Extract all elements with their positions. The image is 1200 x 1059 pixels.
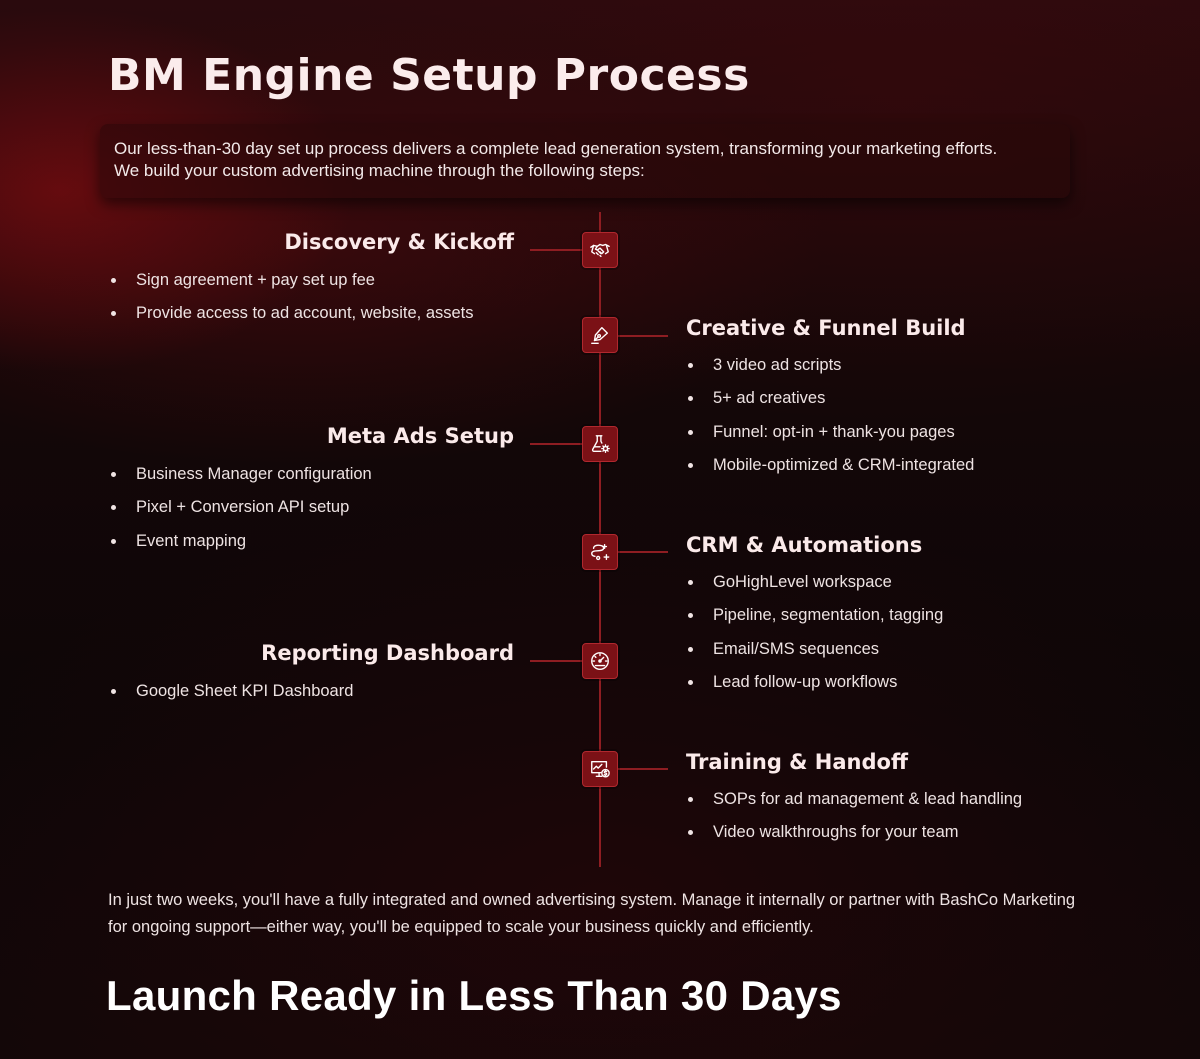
gauge-icon <box>591 652 609 670</box>
timeline-connector <box>530 443 582 445</box>
list-item: Google Sheet KPI Dashboard <box>109 680 353 713</box>
intro-panel: Our less-than-30 day set up process deli… <box>100 124 1070 198</box>
list-item: Sign agreement + pay set up fee <box>109 269 474 302</box>
list-item: Business Manager configuration <box>109 463 372 496</box>
step-list-meta-ads: Business Manager configuration Pixel + C… <box>109 463 372 563</box>
intro-line-1: Our less-than-30 day set up process deli… <box>114 139 998 158</box>
list-item: 3 video ad scripts <box>686 354 974 387</box>
step-title-training: Training & Handoff <box>686 750 908 774</box>
timeline-connector <box>618 768 668 770</box>
flask-gear-icon <box>591 435 610 453</box>
timeline-node-reporting <box>582 643 618 679</box>
list-item: Event mapping <box>109 530 372 563</box>
timeline-connector <box>618 551 668 553</box>
step-list-creative: 3 video ad scripts 5+ ad creatives Funne… <box>686 354 974 487</box>
timeline-connector <box>530 249 582 251</box>
timeline-connector <box>530 660 582 662</box>
pen-nib-icon <box>591 326 609 344</box>
timeline-node-creative <box>582 317 618 353</box>
step-title-meta-ads: Meta Ads Setup <box>326 424 514 448</box>
timeline-node-crm <box>582 534 618 570</box>
step-title-creative: Creative & Funnel Build <box>686 316 966 340</box>
step-title-reporting: Reporting Dashboard <box>261 641 514 665</box>
list-item: GoHighLevel workspace <box>686 571 943 604</box>
launch-heading: Launch Ready in Less Than 30 Days <box>106 972 842 1019</box>
list-item: Lead follow-up workflows <box>686 671 943 704</box>
automation-loop-icon <box>591 543 610 561</box>
monitor-dollar-icon <box>591 760 610 778</box>
handshake-icon <box>590 243 610 258</box>
list-item: Pixel + Conversion API setup <box>109 496 372 529</box>
step-title-crm: CRM & Automations <box>686 533 923 557</box>
timeline-node-meta-ads <box>582 426 618 462</box>
list-item: Funnel: opt-in + thank-you pages <box>686 421 974 454</box>
timeline-connector <box>618 335 668 337</box>
list-item: Provide access to ad account, website, a… <box>109 302 474 335</box>
step-title-discovery: Discovery & Kickoff <box>284 230 514 254</box>
step-list-reporting: Google Sheet KPI Dashboard <box>109 680 353 713</box>
list-item: Mobile-optimized & CRM-integrated <box>686 454 974 487</box>
timeline-node-training <box>582 751 618 787</box>
list-item: SOPs for ad management & lead handling <box>686 788 1022 821</box>
list-item: Video walkthroughs for your team <box>686 821 1022 854</box>
list-item: Email/SMS sequences <box>686 638 943 671</box>
page-title: BM Engine Setup Process <box>108 50 750 101</box>
intro-line-2: We build your custom advertising machine… <box>114 161 645 180</box>
list-item: Pipeline, segmentation, tagging <box>686 604 943 637</box>
step-list-crm: GoHighLevel workspace Pipeline, segmenta… <box>686 571 943 704</box>
step-list-training: SOPs for ad management & lead handling V… <box>686 788 1022 855</box>
list-item: 5+ ad creatives <box>686 387 974 420</box>
timeline-node-discovery <box>582 232 618 268</box>
outro-text: In just two weeks, you'll have a fully i… <box>108 891 1076 936</box>
step-list-discovery: Sign agreement + pay set up fee Provide … <box>109 269 474 336</box>
